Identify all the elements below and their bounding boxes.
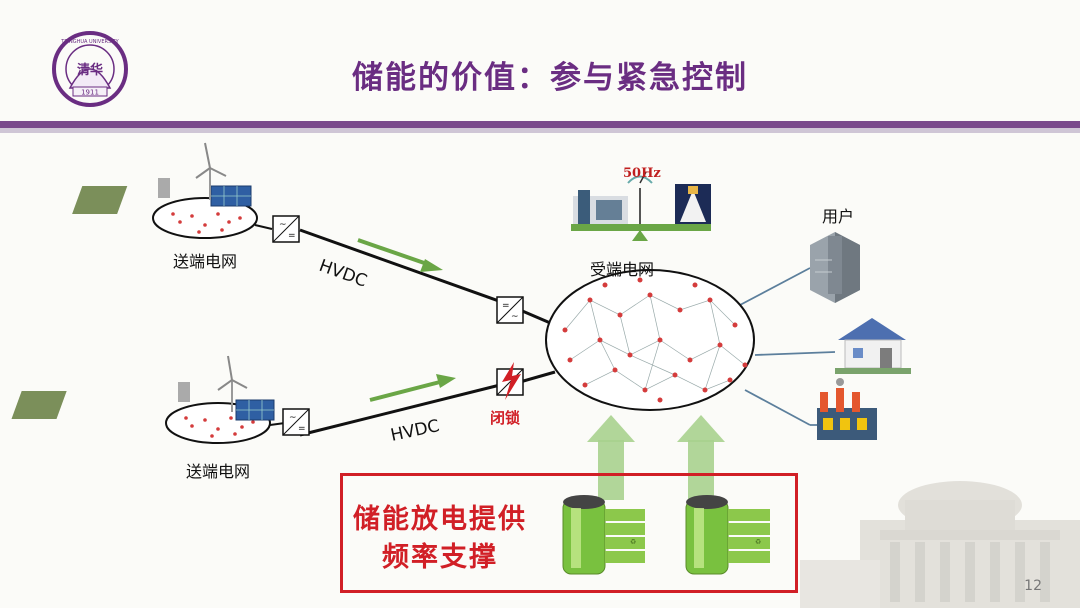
converter-sender-bottom: ~ =: [282, 408, 310, 436]
page-number: 12: [1024, 578, 1042, 594]
campus-building-watermark: [800, 481, 1080, 608]
svg-text:TSINGHUA UNIVERSITY: TSINGHUA UNIVERSITY: [60, 39, 119, 45]
users-label: 用户: [822, 207, 855, 226]
svg-text:清: 清: [77, 62, 90, 78]
frequency-label: 50Hz: [623, 166, 661, 181]
hvdc-line-top: [299, 228, 511, 307]
svg-text:~: ~: [279, 220, 287, 230]
support-arrow-right: [677, 415, 725, 500]
generation-plant-icon: [573, 190, 628, 224]
wind-turbine-icon: [217, 355, 248, 412]
load-city-icon: [675, 184, 711, 224]
converter-receiver-bottom-blocked: [496, 362, 524, 400]
power-plant-icon: [72, 186, 128, 214]
battery-icon: ♻: [562, 495, 645, 575]
converter-receiver-top: = ~: [496, 296, 524, 324]
lightning-icon: [502, 362, 521, 400]
svg-text:~: ~: [289, 413, 297, 423]
page-title: 储能的价值：参与紧急控制: [352, 60, 748, 96]
svg-text:♻: ♻: [630, 538, 636, 546]
svg-text:=: =: [288, 231, 296, 241]
storage-callout-box: [340, 473, 798, 593]
converter-sender-top: ~ =: [272, 215, 300, 243]
svg-text:=: =: [502, 301, 510, 311]
flow-arrow-bottom: [369, 374, 456, 402]
power-plant-icon: [11, 391, 67, 419]
svg-text:=: =: [298, 424, 306, 434]
office-building-icon: [810, 232, 860, 303]
receiver-grid: [545, 269, 755, 411]
sender-grid-top: [72, 142, 258, 239]
logo-year: 1911: [81, 89, 99, 97]
university-seal-icon: 清 华 TSINGHUA UNIVERSITY 1911: [52, 31, 128, 107]
hvdc-label-bottom: HVDC: [389, 416, 441, 446]
sender-grid-bottom-label: 送端电网: [186, 462, 251, 481]
wind-turbine-icon: [195, 142, 227, 200]
flow-arrow-top: [357, 238, 443, 272]
battery-icon: ♻: [685, 495, 770, 575]
svg-text:♻: ♻: [755, 538, 761, 546]
frequency-balance-icon: [571, 171, 711, 241]
storage-callout-line2: 频率支撑: [382, 542, 498, 573]
block-label: 闭锁: [490, 409, 521, 427]
support-arrow-left: [587, 415, 635, 500]
hvdc-line-bottom: [299, 383, 501, 437]
factory-icon: [817, 378, 877, 440]
feeder-line-3: [744, 389, 811, 426]
sender-grid-top-label: 送端电网: [173, 252, 238, 271]
hvdc-label-top: HVDC: [316, 256, 369, 292]
feeder-line-2: [754, 351, 836, 356]
house-icon: [835, 318, 911, 374]
svg-text:华: 华: [90, 62, 103, 78]
feeder-line-1: [739, 267, 811, 306]
sender-grid-bottom: [11, 355, 275, 444]
receiver-grid-label: 受端电网: [590, 260, 655, 279]
header-divider: [0, 121, 1080, 128]
storage-callout-line1: 储能放电提供: [353, 504, 527, 535]
svg-text:~: ~: [511, 312, 519, 322]
